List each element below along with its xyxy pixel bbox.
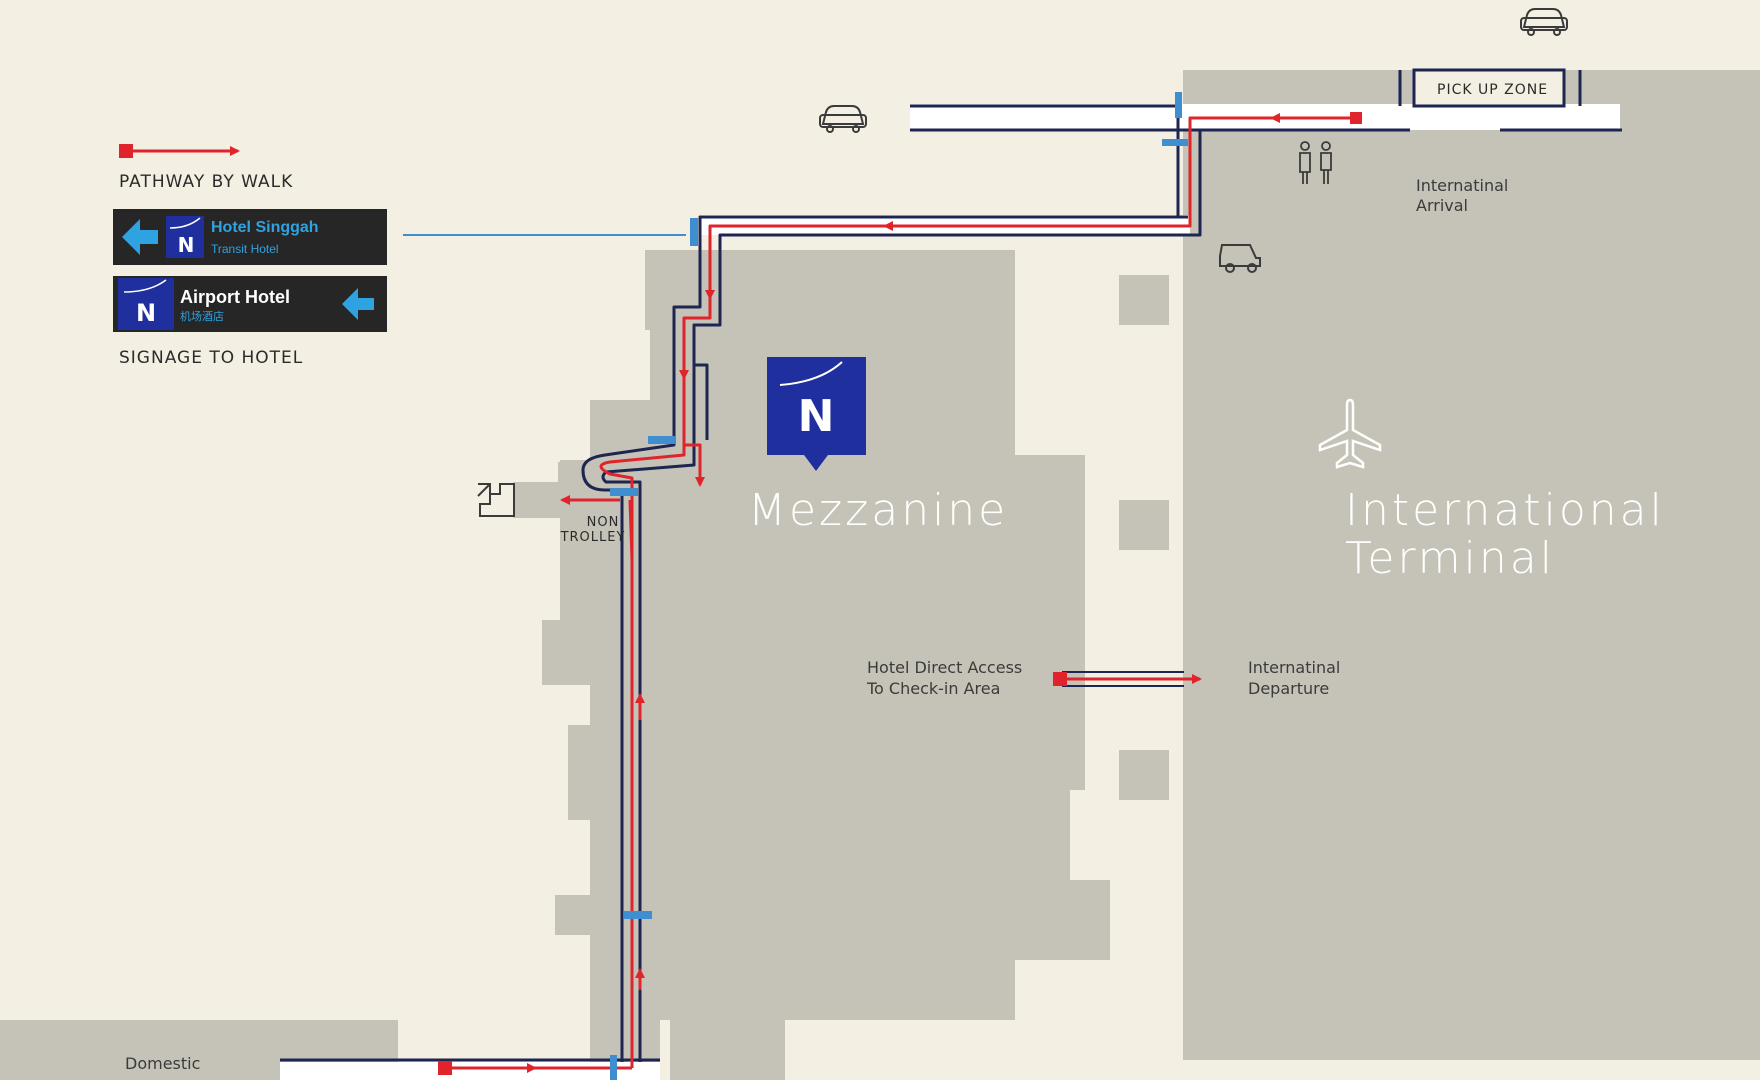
sign2-title: Airport Hotel <box>180 287 290 307</box>
legend-signage-label: SIGNAGE TO HOTEL <box>119 348 303 368</box>
arrival-label-line2: Arrival <box>1416 196 1468 215</box>
restroom-icon <box>1299 141 1332 184</box>
airplane-icon <box>1318 398 1382 469</box>
legend-path-start-marker <box>119 144 133 158</box>
non-trolley-label-line1: NON <box>587 515 620 530</box>
international-terminal-building <box>1119 70 1760 1060</box>
domestic-label: Domestic <box>125 1054 200 1073</box>
departure-label-line2: Departure <box>1248 679 1329 698</box>
sign1-subtitle: Transit Hotel <box>211 242 279 256</box>
sign1-logo-letter: N <box>178 233 195 257</box>
hotel-logo-pin: N <box>767 357 866 471</box>
hotel-access-label-line2: To Check-in Area <box>866 679 1000 698</box>
sign2-logo-letter: N <box>136 299 156 327</box>
legend-sign-airport-hotel: N Airport Hotel 机场酒店 <box>113 276 387 332</box>
terminal-label-line2: Terminal <box>1345 533 1555 584</box>
domestic-corridor <box>280 1062 660 1080</box>
sign1-title: Hotel Singgah <box>211 219 319 236</box>
mezzanine-label: Mezzanine <box>748 485 1008 536</box>
path-start-marker-domestic <box>438 1061 452 1075</box>
golf-cart-icon <box>1219 244 1261 273</box>
hotel-logo-letter: N <box>798 391 835 442</box>
terminal-label-line1: International <box>1345 485 1665 536</box>
walkway-outline <box>280 104 1202 1065</box>
hotel-access-label-line1: Hotel Direct Access <box>867 658 1022 677</box>
stairs-icon <box>477 483 515 517</box>
legend-pathway: PATHWAY BY WALK <box>119 144 293 192</box>
legend-pathway-label: PATHWAY BY WALK <box>119 172 293 192</box>
arrow-left-icon <box>342 288 374 320</box>
departure-label-line1: Internatinal <box>1248 658 1340 677</box>
non-trolley-label-line2: TROLLEY <box>560 530 626 545</box>
sign2-subtitle: 机场酒店 <box>180 309 224 323</box>
car-icon <box>1520 8 1568 36</box>
walking-path <box>445 113 1358 1073</box>
arrow-left-icon <box>122 219 158 255</box>
arrival-label-line1: Internatinal <box>1416 176 1508 195</box>
signage-markers <box>610 92 1188 1080</box>
pickup-zone-label: PICK UP ZONE <box>1437 82 1548 98</box>
sign2-logo <box>118 278 174 330</box>
hotel-direct-access-path <box>1053 671 1202 687</box>
path-start-marker <box>1350 112 1362 124</box>
sign1-logo <box>166 216 204 258</box>
car-icon <box>819 105 867 133</box>
legend-sign-hotel-singgah: N Hotel Singgah Transit Hotel <box>113 209 387 265</box>
